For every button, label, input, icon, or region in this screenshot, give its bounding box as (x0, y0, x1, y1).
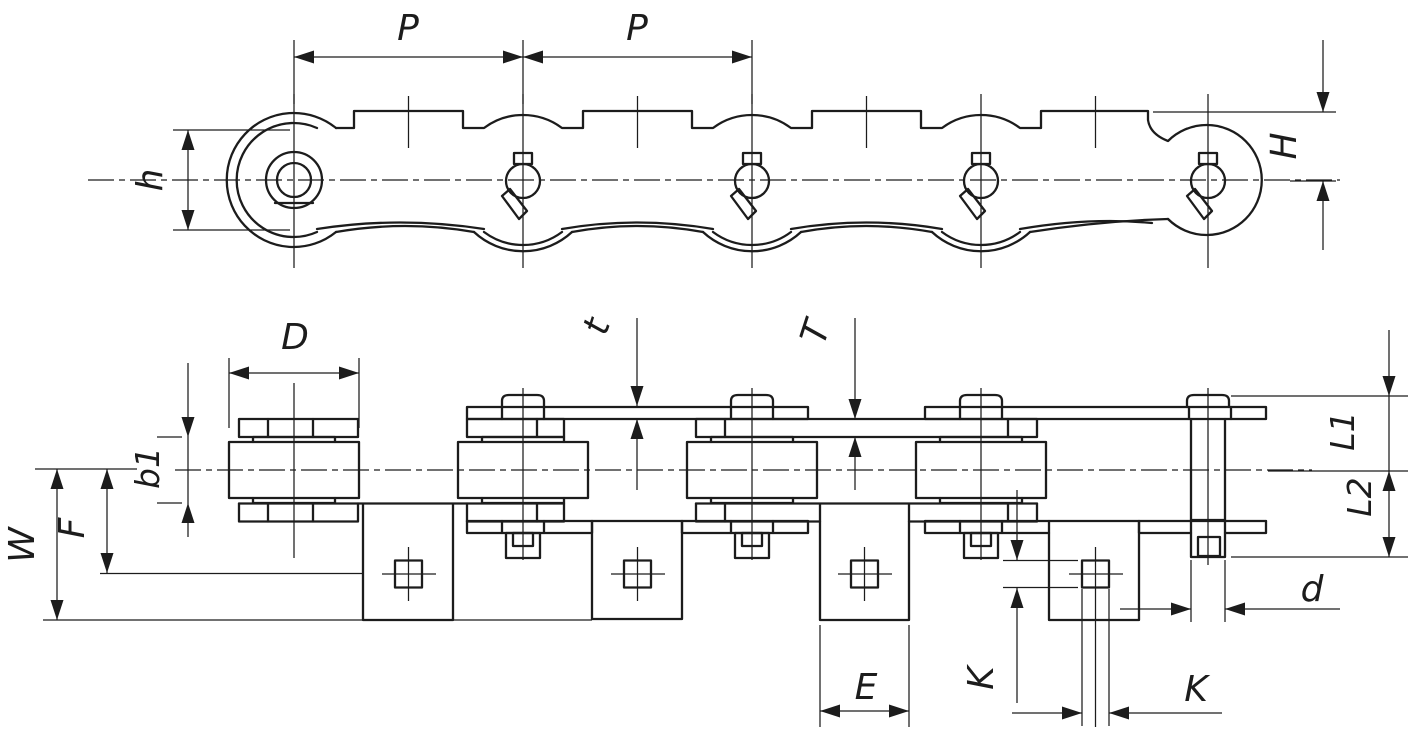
left-inner-plate-arc (235, 121, 319, 239)
inner-plate-strips-bottom (237, 502, 1039, 523)
dimension-attachment-tab-width: E (819, 625, 910, 727)
label-attachment-tab-width: E (855, 667, 878, 708)
label-hole-width: K (1184, 669, 1210, 710)
label-outer-plate-thickness: t (575, 312, 619, 340)
pin-joint-3 (958, 151, 1000, 221)
dimension-pin-lengths: L1 L2 (1231, 330, 1408, 558)
dimension-pitch: P P (293, 8, 753, 104)
attachment-lug-2 (590, 519, 684, 621)
label-pin-lower-length: L2 (1340, 477, 1379, 516)
side-view (88, 94, 1340, 268)
pin-joint-2 (729, 151, 771, 221)
pin-joint-1 (500, 151, 542, 221)
label-pitch-left: P (397, 8, 419, 49)
tab-centerlines (407, 96, 1097, 148)
plate-bottom-contour (334, 217, 1170, 234)
label-attachment-drop: W (2, 526, 43, 563)
outer-plate-strips-top (465, 405, 1268, 421)
bushing-joint (264, 150, 324, 210)
attachment-lug-4 (1047, 519, 1141, 727)
pin-head-caps (500, 393, 1231, 409)
label-pitch-right: P (626, 8, 648, 49)
dimension-hole-height: K (961, 490, 1078, 703)
label-plate-height: h (130, 169, 171, 192)
dimension-inner-plate-thickness: T (793, 313, 862, 490)
attachment-lug-1 (361, 502, 455, 622)
pin-joint-4 (1185, 151, 1227, 221)
dimension-attachment-drop: W (2, 468, 137, 620)
label-hole-offset: F (52, 516, 93, 538)
dimension-pin-diameter: d (1120, 560, 1340, 622)
rollers (227, 440, 1048, 500)
dimension-plate-height: h (130, 129, 290, 231)
roller-centerlines (293, 94, 1209, 268)
dimension-inner-width: b1 (128, 363, 195, 537)
label-inner-width: b1 (128, 447, 167, 489)
dimension-outer-plate-thickness: t (575, 312, 644, 490)
dimension-hole-width: K (1012, 589, 1222, 726)
attachment-lug-3 (818, 502, 911, 622)
end-pin (1189, 417, 1227, 559)
inner-plate-strips-top (237, 417, 1039, 439)
label-hole-height: K (961, 664, 1002, 690)
dimension-roller-diameter: D (228, 317, 360, 428)
plate-top-contour (334, 109, 1263, 237)
label-pin-diameter: d (1301, 569, 1325, 610)
label-inner-plate-thickness: T (793, 313, 840, 349)
label-roller-diameter: D (281, 317, 309, 358)
outer-plate-strips-bottom (465, 519, 1268, 535)
left-plate-end-arc (225, 111, 338, 249)
inner-plate-waist-edges (315, 219, 1154, 231)
dimension-tab-height: H (1153, 40, 1336, 250)
plan-view (43, 383, 1312, 727)
dimension-hole-offset: F (52, 469, 363, 575)
roller-bottom-arcs (472, 230, 1032, 253)
label-pin-upper-length: L1 (1323, 411, 1362, 450)
label-tab-height: H (1264, 132, 1305, 159)
pin-ends (504, 531, 1000, 560)
plan-roller-centerlines (293, 383, 1209, 565)
